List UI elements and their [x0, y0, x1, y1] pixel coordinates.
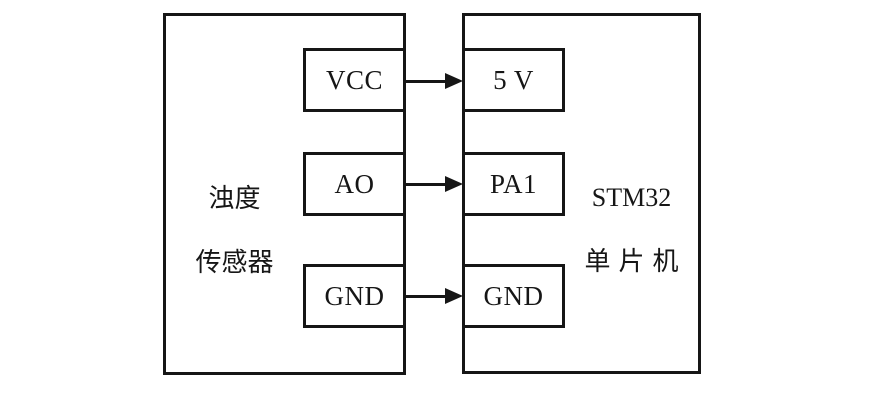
stm32-mcu-label-line2: 单片机 — [584, 247, 687, 276]
pin-box-mcu-5v: 5 V — [462, 48, 565, 112]
pin-label-sensor-ao: AO — [334, 168, 375, 199]
turbidity-sensor-label-line2: 传感器 — [195, 248, 274, 277]
arrowhead-right-icon — [445, 73, 463, 89]
connector-arrow-gnd-to-gnd — [405, 288, 463, 304]
stm32-mcu-label: STM32 单片机 — [565, 150, 698, 310]
pin-label-sensor-vcc: VCC — [325, 64, 384, 95]
turbidity-sensor-label: 浊度 传感器 — [166, 151, 303, 311]
connector-arrow-ao-to-pa1 — [405, 176, 463, 192]
pin-label-mcu-gnd: GND — [483, 280, 544, 311]
pin-label-mcu-pa1: PA1 — [489, 168, 538, 199]
connector-arrow-vcc-to-5v — [405, 73, 463, 89]
pin-label-sensor-gnd: GND — [324, 280, 385, 311]
turbidity-sensor-label-line1: 浊度 — [208, 184, 261, 213]
stm32-mcu-label-line1: STM32 — [591, 183, 672, 212]
arrow-shaft — [405, 183, 447, 186]
pin-box-mcu-gnd: GND — [462, 264, 565, 328]
pin-box-sensor-vcc: VCC — [303, 48, 406, 112]
arrowhead-right-icon — [445, 176, 463, 192]
arrow-shaft — [405, 80, 447, 83]
pin-box-mcu-pa1: PA1 — [462, 152, 565, 216]
pin-box-sensor-ao: AO — [303, 152, 406, 216]
pin-label-mcu-5v: 5 V — [493, 64, 534, 95]
arrow-shaft — [405, 295, 447, 298]
arrowhead-right-icon — [445, 288, 463, 304]
pin-box-sensor-gnd: GND — [303, 264, 406, 328]
